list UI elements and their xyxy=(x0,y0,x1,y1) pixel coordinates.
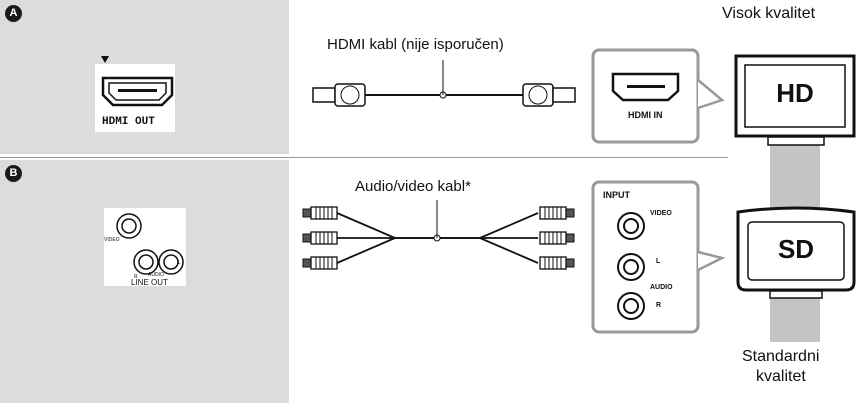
av-callout xyxy=(697,250,726,272)
hd-tv-icon xyxy=(734,54,856,146)
line-out-audio-label: AUDIO xyxy=(148,272,164,278)
row-divider xyxy=(0,157,728,158)
hdmi-out-label: HDMI OUT xyxy=(102,116,155,128)
line-out-l-label: L xyxy=(178,260,181,266)
hdmi-cable-icon xyxy=(312,83,576,107)
sd-tv-icon xyxy=(736,206,856,299)
tv-r-label: R xyxy=(656,302,662,309)
tv-input-label: INPUT xyxy=(603,190,630,200)
av-cable-icon xyxy=(302,206,575,270)
line-out-r-label: R xyxy=(134,274,138,280)
tv-input-panel xyxy=(591,180,700,334)
tv-l-label: L xyxy=(656,258,661,265)
standard-quality-label-line2: kvalitet xyxy=(756,368,806,385)
line-out-label: LINE OUT xyxy=(131,278,168,287)
hdmi-cable-label: HDMI kabl (nije isporučen) xyxy=(327,36,504,53)
av-cable-label: Audio/video kabl* xyxy=(355,178,471,195)
line-out-jacks-icon xyxy=(116,213,184,275)
arrow-marker-icon xyxy=(101,56,109,63)
hd-screen-label: HD xyxy=(776,78,814,108)
high-quality-label: Visok kvalitet xyxy=(722,5,816,22)
hdmi-callout xyxy=(697,79,725,110)
line-out-video-label: VIDEO xyxy=(104,237,120,243)
row-a-badge: A xyxy=(5,5,22,22)
row-b-badge: B xyxy=(5,165,22,182)
tv-input-jacks-icon xyxy=(617,212,645,320)
tv-audio-label: AUDIO xyxy=(650,284,673,291)
sd-screen-label: SD xyxy=(777,234,815,264)
tv-video-label: VIDEO xyxy=(650,210,672,217)
standard-quality-label-line1: Standardni xyxy=(742,348,820,365)
hdmi-in-label: HDMI IN xyxy=(628,110,663,120)
